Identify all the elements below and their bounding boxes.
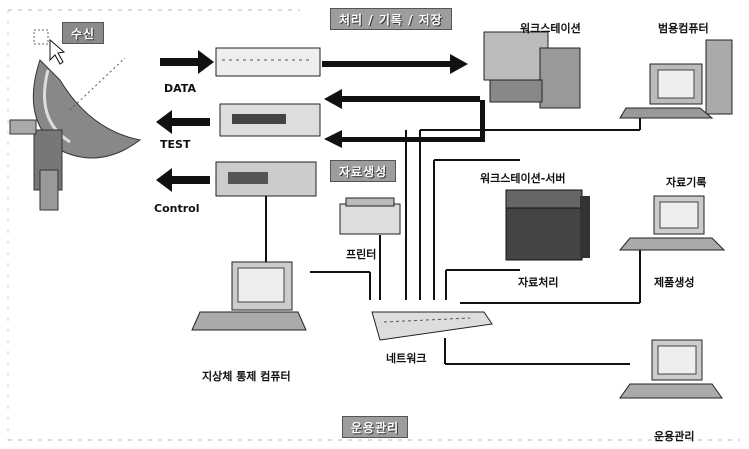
ops-management-label: 운용관리: [654, 428, 694, 444]
process-tag: 처리 / 기록 / 저장: [330, 8, 452, 30]
satellite-antenna-icon: [10, 58, 140, 210]
receive-tag: 수신: [62, 22, 104, 44]
data-to-workstation-arrow: [322, 54, 468, 74]
ground-station-pc-label: 지상체 통제 컴퓨터: [202, 368, 291, 384]
workstation-icon: [484, 32, 580, 108]
workstation-server-icon: [506, 190, 590, 260]
printer-label: 프린터: [346, 246, 376, 262]
ground-control-pc-icon: [192, 262, 306, 330]
data-arrow: [160, 50, 214, 74]
control-label: Control: [154, 202, 199, 215]
printer-icon: [340, 198, 400, 234]
data-label: DATA: [164, 82, 196, 95]
control-arrow: [156, 168, 210, 192]
workstation-label: 워크스테이션: [520, 20, 581, 36]
control-unit-icon: [216, 162, 316, 196]
workstation-to-control-arrow: [324, 100, 485, 148]
test-unit-icon: [220, 104, 320, 136]
general-pc-label: 범용컴퓨터: [658, 20, 709, 36]
test-label: TEST: [160, 138, 190, 151]
generate-tag: 자료생성: [330, 160, 396, 182]
workstation-to-test-arrow: [324, 89, 480, 109]
data-record-label: 자료기록: [666, 174, 706, 190]
ws-server-label: 워크스테이션-서버: [480, 170, 566, 186]
ops-management-pc-icon: [620, 340, 722, 398]
network-hub-icon: [372, 312, 492, 340]
general-pc-icon: [620, 40, 732, 118]
product-generation-label: 제품생성: [654, 274, 694, 290]
ops-tag: 운용관리: [342, 416, 408, 438]
network-label: 네트워크: [386, 350, 426, 366]
data-processing-label: 자료처리: [518, 274, 558, 290]
data-record-pc-icon: [620, 196, 724, 250]
cursor-icon: [34, 30, 64, 64]
receiver-unit-icon: [216, 48, 320, 76]
test-arrow: [156, 110, 210, 134]
